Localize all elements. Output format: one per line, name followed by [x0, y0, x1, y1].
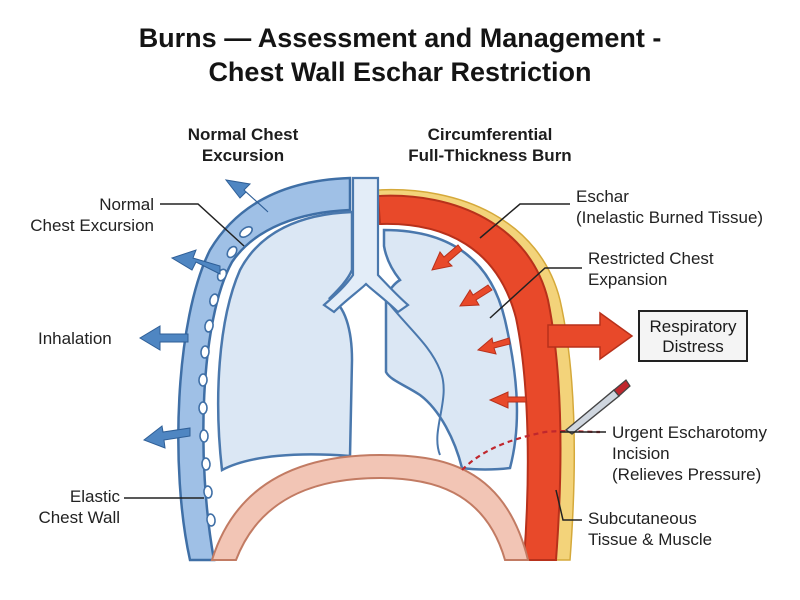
label-elastic-line-1: Elastic	[69, 487, 120, 506]
diaphragm	[210, 453, 530, 561]
left-lung	[216, 210, 354, 472]
leader-normal-excursion	[160, 203, 245, 247]
label-eschar: Eschar (Inelastic Burned Tissue)	[576, 186, 763, 228]
label-restricted-line-1: Restricted Chest	[588, 249, 714, 268]
leader-eschar	[479, 203, 570, 239]
right-panel-heading: Circumferential Full-Thickness Burn	[390, 124, 590, 166]
label-subcut-line-1: Subcutaneous	[588, 509, 697, 528]
label-eschar-line-2: (Inelastic Burned Tissue)	[576, 208, 764, 227]
label-urgent-escharotomy: Urgent Escharotomy Incision (Relieves Pr…	[612, 422, 767, 485]
escharotomy-incision-line	[461, 430, 601, 471]
left-heading-line-2: Excursion	[201, 146, 285, 165]
label-normal-line-2: Chest Excursion	[30, 216, 154, 235]
label-subcutaneous-tissue: Subcutaneous Tissue & Muscle	[588, 508, 712, 550]
label-distress-line-2: Distress	[662, 337, 724, 356]
left-heading-line-1: Normal Chest	[187, 125, 299, 144]
leader-lines	[124, 203, 606, 521]
rib-markers	[198, 226, 253, 527]
page-title-line-2: Chest Wall Eschar Restriction	[208, 57, 592, 87]
leader-restricted	[489, 267, 582, 319]
left-panel-heading: Normal Chest Excursion	[168, 124, 318, 166]
label-escharotomy-line-2: Incision	[612, 444, 670, 463]
label-normal-chest-excursion: Normal Chest Excursion	[20, 194, 154, 236]
right-heading-line-1: Circumferential	[427, 125, 553, 144]
label-elastic-line-2: Chest Wall	[38, 508, 120, 527]
label-elastic-chest-wall: Elastic Chest Wall	[20, 486, 120, 528]
right-lung-fissure	[385, 299, 445, 456]
leader-subcut	[555, 489, 582, 521]
distress-arrow	[547, 311, 634, 361]
label-eschar-line-1: Eschar	[576, 187, 629, 206]
label-escharotomy-line-1: Urgent Escharotomy	[612, 423, 767, 442]
expansion-arrows	[139, 179, 269, 449]
label-normal-line-1: Normal	[99, 195, 154, 214]
respiratory-distress-box: Respiratory Distress	[638, 310, 748, 362]
label-inhalation: Inhalation	[38, 329, 112, 348]
label-distress-line-1: Respiratory	[649, 317, 737, 336]
trachea	[322, 176, 410, 314]
eschar-layer	[376, 194, 562, 561]
compression-arrows	[431, 244, 527, 409]
label-restricted-expansion: Restricted Chest Expansion	[588, 248, 714, 290]
page-title-line-1: Burns — Assessment and Management -	[138, 23, 662, 53]
right-heading-line-2: Full-Thickness Burn	[408, 146, 572, 165]
label-subcut-line-2: Tissue & Muscle	[588, 530, 713, 549]
mediastinum	[354, 312, 384, 462]
label-escharotomy-line-3: (Relieves Pressure)	[612, 465, 762, 484]
label-restricted-line-2: Expansion	[588, 270, 668, 289]
